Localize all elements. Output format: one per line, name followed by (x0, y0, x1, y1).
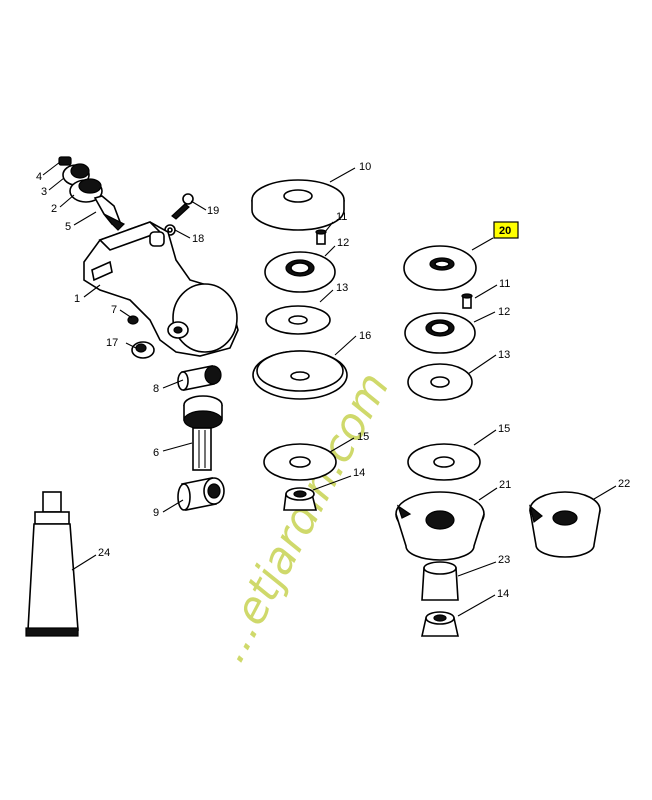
part-9-bearing (177, 477, 225, 511)
label-16: 16 (359, 330, 371, 342)
part-11-screw-b (461, 293, 473, 309)
part-12-thrust-plate-a (264, 251, 336, 293)
label-13a: 13 (336, 282, 348, 294)
highlight-box-20 (493, 221, 519, 239)
part-24-grease-tube (25, 491, 79, 637)
part-11-screw-a (315, 229, 327, 245)
part-15-thrust-washer-b (407, 443, 481, 481)
part-8-bearing (177, 365, 222, 391)
part-21-cup (395, 491, 485, 561)
part-2-ring (69, 178, 103, 203)
part-5-pinion (93, 195, 126, 231)
label-22: 22 (618, 478, 630, 490)
label-24: 24 (98, 547, 110, 559)
part-labels: 4 3 2 5 1 7 17 8 6 9 19 18 24 10 11 12 1… (36, 161, 630, 600)
part-6-gear-shaft (183, 395, 223, 471)
label-4: 4 (36, 171, 42, 183)
label-3: 3 (41, 186, 47, 198)
label-12b: 12 (498, 306, 510, 318)
part-13-washer-b (407, 363, 473, 401)
part-17-plug-screw (131, 341, 155, 359)
label-21: 21 (499, 479, 511, 491)
label-10: 10 (359, 161, 371, 173)
part-3-nut (62, 163, 90, 186)
leader-lines (42, 161, 617, 617)
label-6: 6 (153, 447, 159, 459)
label-15a: 15 (357, 431, 369, 443)
watermark-text: ...etjardin.com (205, 364, 400, 670)
label-13b: 13 (498, 349, 510, 361)
watermark: ...etjardin.com (205, 364, 400, 670)
label-18: 18 (192, 233, 204, 245)
label-5: 5 (65, 221, 71, 233)
part-23-bushing (421, 561, 459, 601)
label-11b: 11 (499, 278, 510, 290)
label-9: 9 (153, 507, 159, 519)
part-13-washer-a (265, 305, 331, 335)
part-15-thrust-washer-a (263, 443, 337, 481)
label-8: 8 (153, 383, 159, 395)
part-19-screw (171, 193, 194, 220)
part-1-gear-housing (83, 221, 239, 357)
part-10-flange (251, 179, 345, 231)
label-15b: 15 (498, 423, 510, 435)
label-7: 7 (111, 304, 117, 316)
label-14a: 14 (353, 467, 365, 479)
part-14-nut-a (283, 487, 318, 511)
label-23: 23 (498, 554, 510, 566)
label-1: 1 (74, 293, 80, 305)
label-20: 20 (499, 225, 511, 237)
part-4-screw (58, 156, 72, 166)
part-7-plug (127, 315, 139, 325)
part-14-nut-b (421, 611, 459, 637)
label-14b: 14 (497, 588, 509, 600)
label-19: 19 (207, 205, 219, 217)
part-20-adapter (403, 245, 477, 291)
label-12a: 12 (337, 237, 349, 249)
part-16-disc (252, 350, 348, 400)
part-22-cup (528, 491, 601, 558)
part-12-thrust-plate-b (404, 312, 476, 354)
label-11a: 11 (336, 211, 347, 223)
label-2: 2 (51, 203, 57, 215)
label-17: 17 (106, 337, 118, 349)
